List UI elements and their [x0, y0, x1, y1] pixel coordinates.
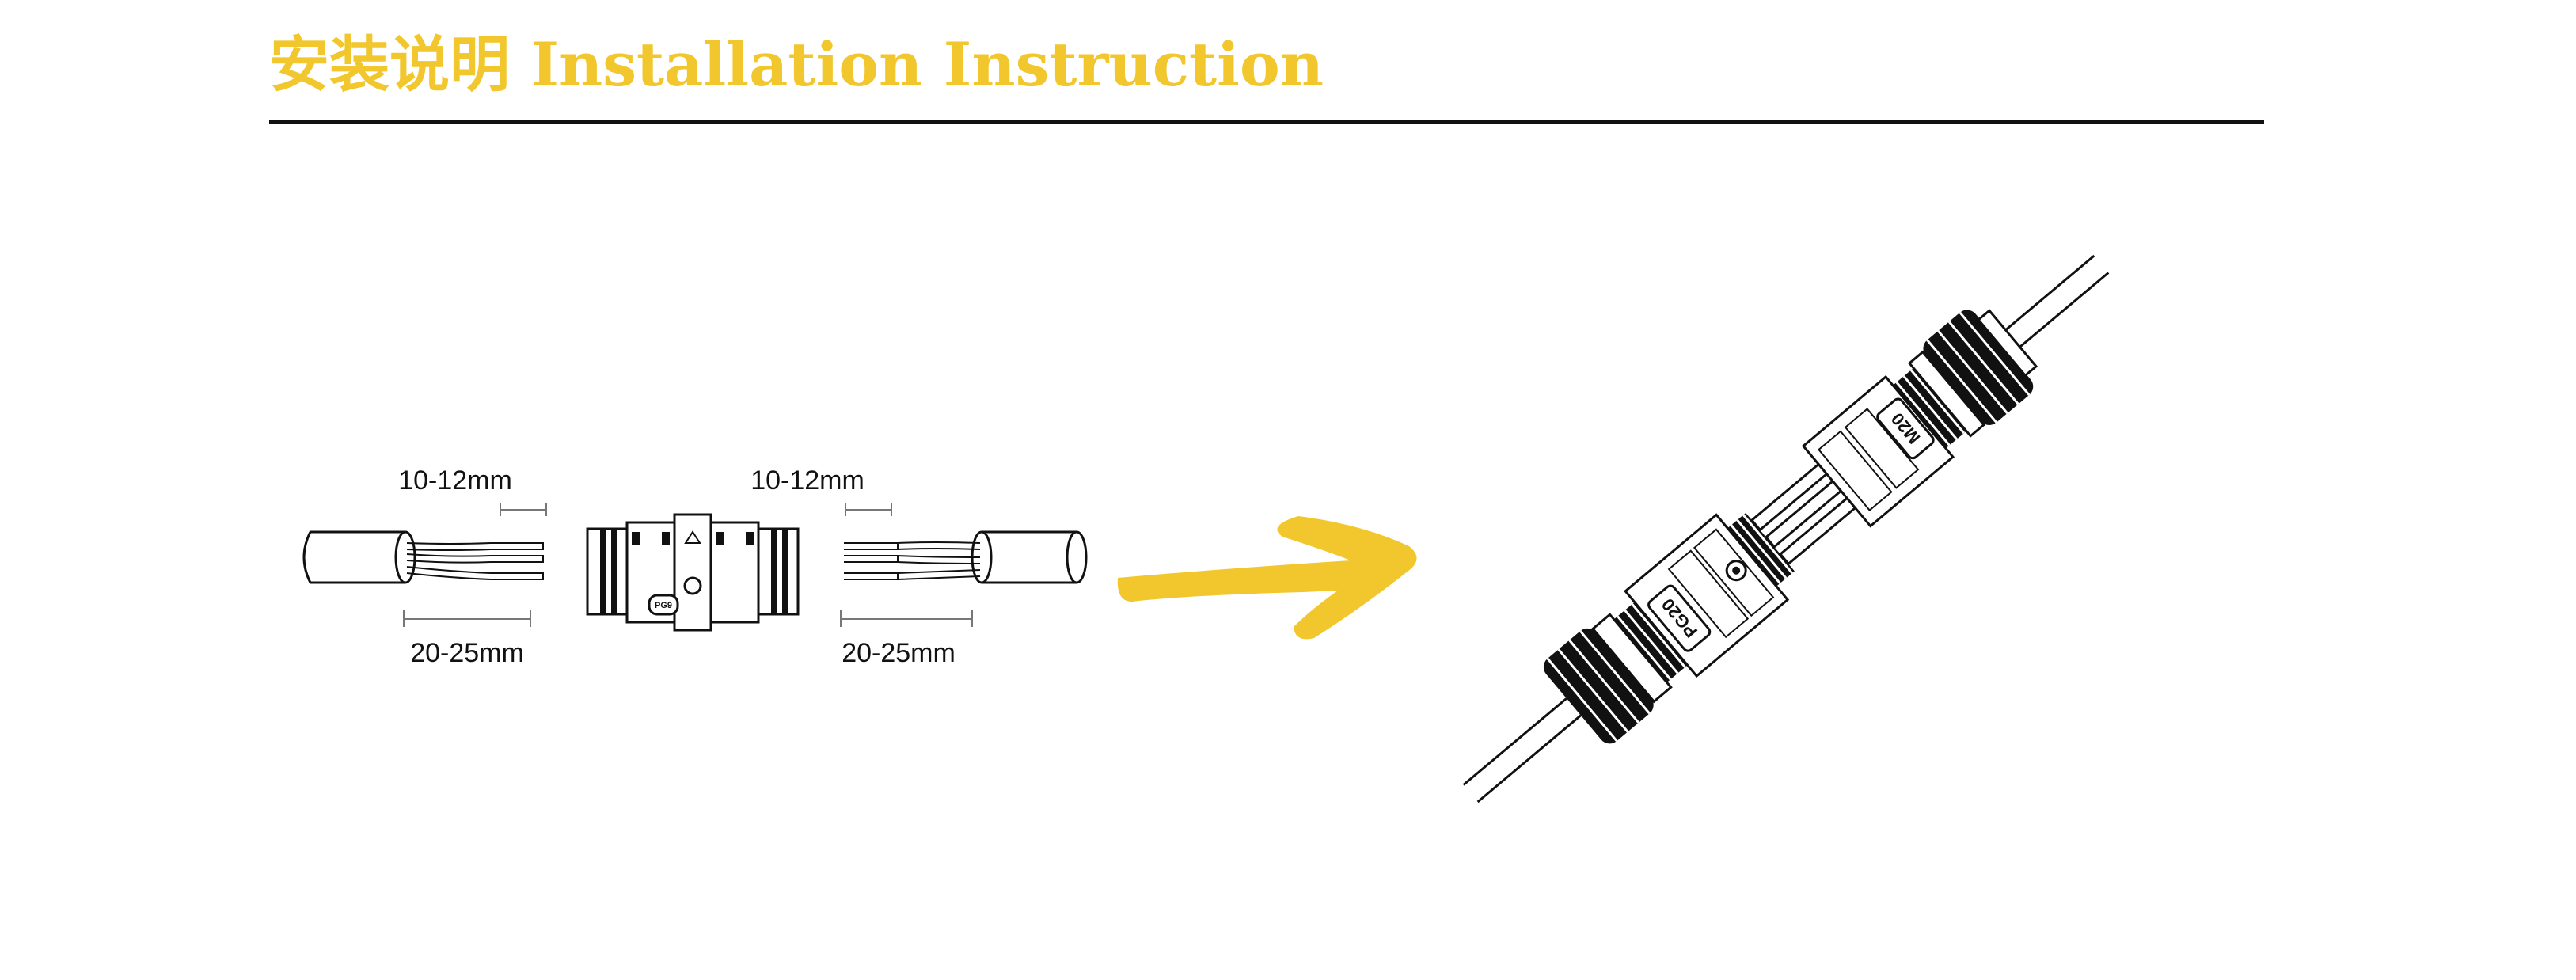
strip-short-label-right: 10-12mm: [750, 465, 864, 496]
right-cable: [844, 530, 1088, 584]
connector-body-small: PG9: [586, 513, 800, 632]
connector-mark-small: PG9: [655, 601, 672, 610]
title-underline: [269, 120, 2264, 124]
right-strip-dimensions: 10-12mm 20-25mm: [750, 465, 973, 668]
strip-long-label-left: 20-25mm: [410, 638, 524, 668]
yellow-arrow-icon: [1117, 516, 1417, 640]
left-strip-dimensions: 10-12mm 20-25mm: [398, 465, 547, 668]
strip-long-label-right: 20-25mm: [842, 638, 956, 668]
stripped-cables-figure: 10-12mm 20-25mm PG9: [302, 465, 1088, 668]
left-cable: [302, 530, 544, 584]
assembled-connector-figure: PG20 M20: [1462, 254, 2110, 803]
strip-short-label-left: 10-12mm: [398, 465, 512, 496]
page-title: 安装说明 Installation Instruction: [269, 29, 1324, 100]
